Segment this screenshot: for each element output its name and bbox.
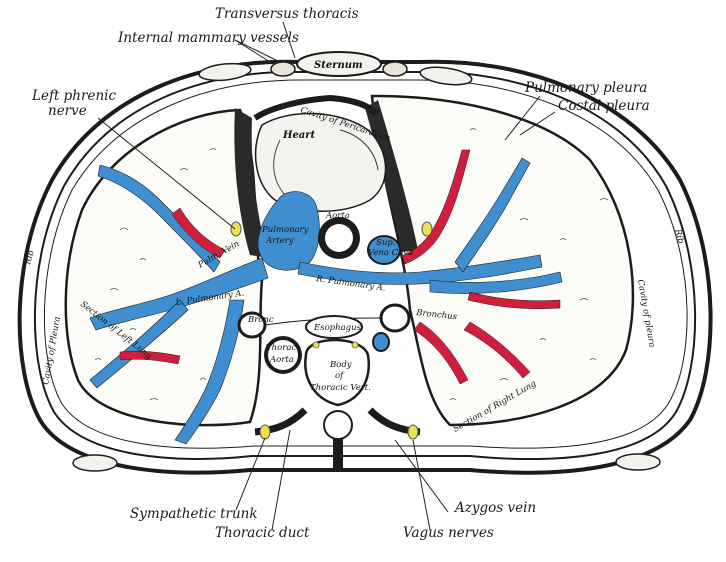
external-labels: Transversus thoracis Internal mammary ve… bbox=[31, 6, 650, 541]
label-vertebra-3: Thoracic Vert. bbox=[310, 383, 371, 393]
label-azygos-vein: Azygos vein bbox=[453, 500, 536, 516]
ascending-aorta bbox=[318, 217, 360, 259]
pericardium bbox=[234, 94, 418, 258]
label-aorta: Aorta bbox=[325, 211, 350, 221]
label-sympathetic-trunk: Sympathetic trunk bbox=[130, 506, 258, 522]
label-vertebra-1: Body bbox=[329, 360, 352, 370]
thoracic-aorta bbox=[264, 336, 302, 374]
label-pulmonary-pleura: Pulmonary pleura bbox=[524, 80, 647, 96]
label-transversus-thoracis: Transversus thoracis bbox=[215, 6, 359, 22]
label-left-phrenic-nerve-1: Left phrenic bbox=[31, 88, 116, 104]
lung-tissue-speckles bbox=[94, 128, 609, 401]
label-heart: Heart bbox=[282, 130, 316, 141]
label-vagus-nerves: Vagus nerves bbox=[403, 525, 494, 541]
thoracic-vertebra bbox=[254, 338, 421, 470]
label-thoracic-duct: Thoracic duct bbox=[215, 525, 310, 541]
label-rib-left: Rib bbox=[23, 249, 37, 267]
label-vertebra-2: of bbox=[335, 371, 345, 381]
nerves bbox=[230, 221, 433, 440]
leader-lines bbox=[97, 21, 556, 531]
label-thoracic-aorta-2: Aorta bbox=[269, 355, 294, 365]
label-costal-pleura: Costal pleura bbox=[558, 98, 650, 114]
label-internal-mammary-vessels: Internal mammary vessels bbox=[117, 30, 299, 46]
heart bbox=[254, 112, 387, 212]
chest-wall bbox=[17, 59, 713, 475]
label-sup-vena-cava-2: Vena Cava bbox=[368, 248, 413, 258]
sternum bbox=[270, 51, 408, 77]
label-sup-vena-cava-1: Sup. bbox=[376, 238, 395, 248]
label-cavity-of-pleura-right: Cavity of pleura bbox=[635, 279, 657, 348]
label-pulmonary-artery-2: Artery bbox=[265, 236, 294, 246]
label-pulmonary-artery-1: Pulmonary bbox=[261, 225, 309, 235]
label-left-phrenic-nerve-2: nerve bbox=[48, 103, 87, 119]
label-bronchus-left: Bronc bbox=[247, 315, 274, 325]
esophagus bbox=[305, 315, 363, 339]
label-bronchus-right: Bronchus bbox=[415, 308, 458, 322]
label-thoracic-aorta-1: Thorac bbox=[266, 343, 296, 353]
pulmonary-veins bbox=[119, 149, 561, 385]
label-sternum: Sternum bbox=[314, 60, 363, 71]
rib-cartilages bbox=[72, 62, 661, 472]
label-esophagus: Esophagus bbox=[313, 323, 362, 333]
azygos-vein bbox=[372, 332, 390, 352]
bronchi bbox=[237, 303, 411, 339]
superior-vena-cava bbox=[367, 235, 401, 265]
pulmonary-arteries bbox=[89, 157, 563, 445]
label-rib-right: Rib bbox=[672, 227, 686, 245]
